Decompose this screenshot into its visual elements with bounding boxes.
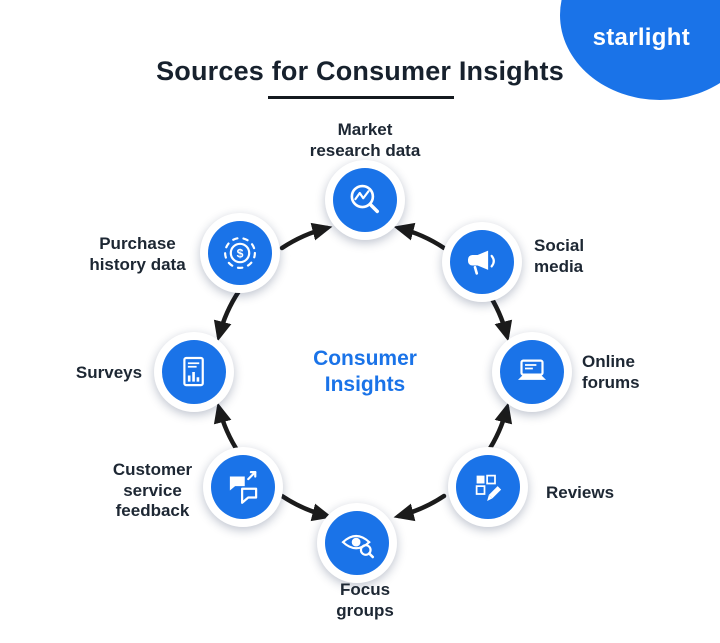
node-surveys: [154, 332, 234, 412]
label-focus-groups: Focus groups: [336, 580, 394, 620]
arrow-customer-to-focus: [279, 493, 333, 522]
arrow-social-to-market: [393, 222, 447, 251]
label-social-media: Social media: [534, 236, 585, 276]
node-reviews: [448, 447, 528, 527]
grid-pencil-icon: [467, 466, 509, 508]
dollar-gear-icon: $: [219, 232, 261, 274]
arrow-purchase-to-market: [279, 222, 333, 251]
node-online-forums: [492, 332, 572, 412]
arrow-purchase-to-surveys: [213, 288, 242, 342]
label-market-research: Market research data: [309, 120, 421, 160]
label-surveys: Surveys: [75, 363, 143, 382]
center-label: Consumer Insights: [313, 347, 417, 397]
title-underline: [268, 96, 454, 99]
node-customer-service-feedback: [203, 447, 283, 527]
brand-logo: starlight: [592, 24, 690, 51]
svg-text:$: $: [237, 246, 244, 260]
arrow-reviews-to-focus: [393, 493, 447, 522]
feedback-bubbles-icon: [222, 466, 264, 508]
label-reviews: Reviews: [546, 483, 615, 502]
laptop-icon: [511, 351, 553, 393]
node-purchase-history: $: [200, 213, 280, 293]
node-market-research: [325, 160, 405, 240]
eye-magnifier-icon: [336, 522, 378, 564]
label-customer-service-feedback: Customer service feedback: [112, 460, 193, 521]
arrow-customer-to-surveys: [213, 402, 242, 456]
node-social-media: [442, 222, 522, 302]
label-purchase-history: Purchase history data: [89, 234, 186, 274]
label-online-forums: Online forums: [582, 352, 640, 392]
node-focus-groups: [317, 503, 397, 583]
megaphone-icon: [461, 241, 503, 283]
page-title: Sources for Consumer Insights: [156, 56, 564, 86]
survey-document-icon: [173, 351, 215, 393]
magnifier-chart-icon: [344, 179, 386, 221]
